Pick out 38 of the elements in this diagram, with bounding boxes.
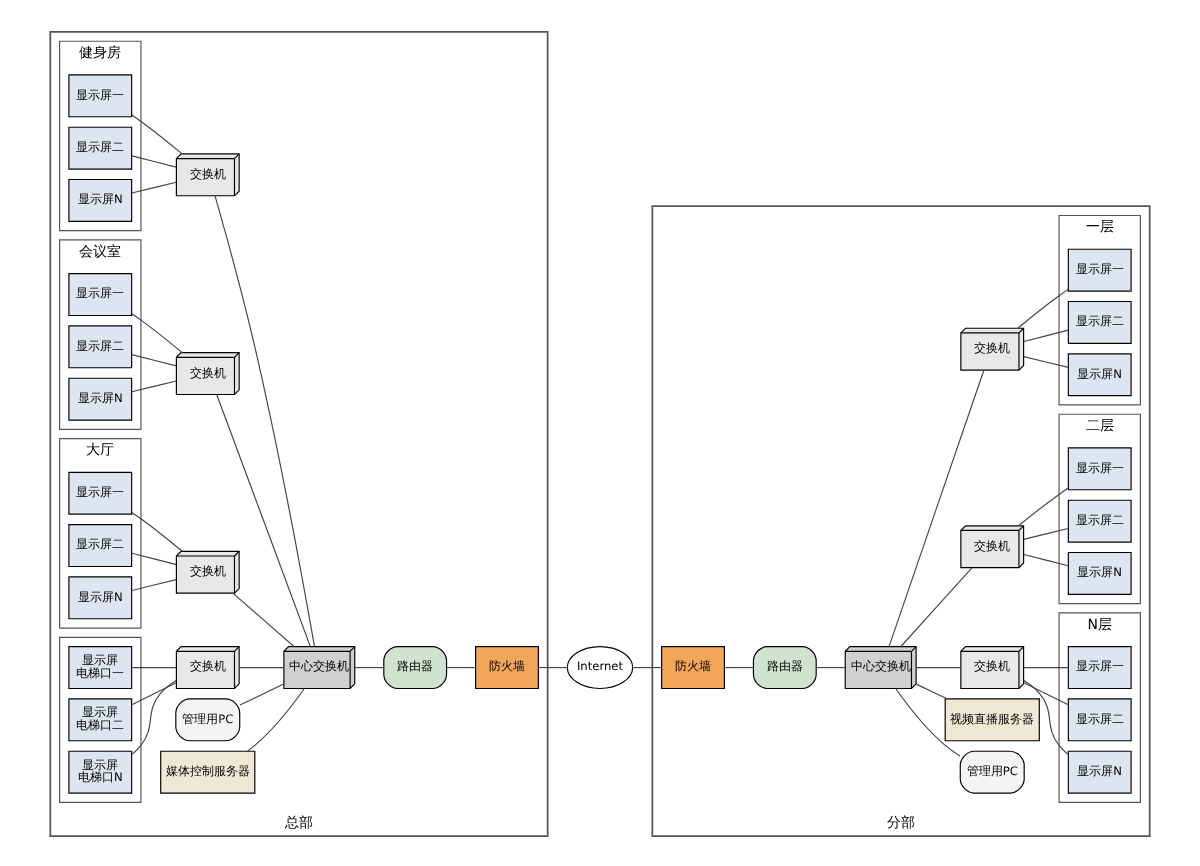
connector	[1023, 681, 1069, 705]
connector	[1023, 678, 1069, 754]
connector	[1023, 552, 1069, 566]
connector	[232, 591, 295, 647]
connector	[1017, 287, 1069, 328]
connector	[1023, 526, 1069, 539]
connector	[538, 665, 568, 668]
connector	[131, 379, 177, 392]
connector	[1023, 665, 1069, 668]
connector	[1023, 355, 1069, 367]
connector	[131, 353, 177, 366]
connector	[1023, 328, 1069, 342]
connector	[131, 312, 183, 353]
connector	[446, 665, 477, 668]
connector	[1017, 486, 1069, 526]
connector	[915, 665, 962, 668]
connector	[247, 686, 305, 751]
connector	[131, 665, 177, 668]
connector	[632, 665, 663, 668]
connector	[900, 566, 973, 647]
connector	[131, 180, 177, 193]
connector	[239, 682, 285, 705]
connector	[915, 682, 948, 699]
connector	[354, 665, 385, 668]
connector	[131, 681, 177, 705]
connector	[238, 665, 285, 668]
connector	[816, 665, 846, 668]
connector	[214, 194, 316, 647]
connector	[131, 113, 183, 154]
cluster	[59, 635, 142, 802]
connector	[216, 393, 311, 647]
connector	[723, 665, 754, 668]
connector	[131, 578, 177, 591]
connector	[895, 686, 961, 756]
connector	[131, 510, 183, 551]
connector	[131, 154, 177, 167]
connector	[131, 551, 177, 565]
connector	[888, 368, 985, 646]
